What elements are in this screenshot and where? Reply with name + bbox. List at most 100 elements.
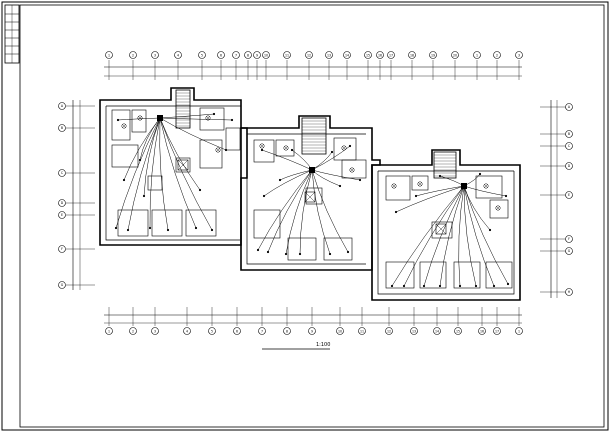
outlet-symbol <box>266 250 270 254</box>
circuit-wire <box>159 117 227 151</box>
bottom-axis-bubble <box>493 327 501 335</box>
bottom-axis-label: 3 <box>154 330 156 334</box>
top-axis-bubble <box>262 51 270 59</box>
light-fixture <box>259 143 265 149</box>
circuit-wire <box>439 175 465 187</box>
light-fixture-cross <box>342 146 346 150</box>
circuit-wire <box>127 117 161 231</box>
bottom-axis-bubble <box>105 327 113 335</box>
left-axis-bubble <box>58 102 66 110</box>
shaft-cross <box>177 159 189 171</box>
light-fixture <box>495 205 501 211</box>
outlet-symbol <box>210 228 214 232</box>
right-axis-label: B <box>568 132 570 136</box>
distribution-panel <box>157 115 163 121</box>
top-axis-label: 17 <box>389 54 393 58</box>
outlet-symbol <box>506 282 510 286</box>
room-partition <box>275 139 295 157</box>
room-partition <box>151 209 183 237</box>
light-fixture-cross <box>496 206 500 210</box>
top-axis-label: 20 <box>453 54 457 58</box>
top-axis-label: 3 <box>518 54 520 58</box>
bottom-axis-bubble <box>129 327 137 335</box>
circuit-wire <box>261 149 313 171</box>
top-axis-label: 13 <box>327 54 331 58</box>
circuit-wire <box>267 169 313 253</box>
right-axis-label: E <box>568 193 570 197</box>
top-axis-label: 16 <box>378 54 382 58</box>
right-axis-bubble <box>565 191 573 199</box>
light-fixture-cross <box>206 116 210 120</box>
circuit-wire <box>311 169 331 255</box>
left-axis-bubble <box>58 169 66 177</box>
outlet-symbol <box>348 144 352 148</box>
outlet-symbol <box>224 148 228 152</box>
left-axis-label: F <box>61 247 63 251</box>
circuit-wire <box>139 117 161 161</box>
top-axis-label: 12 <box>307 54 311 58</box>
light-fixture <box>391 183 397 189</box>
bottom-axis-label: 5 <box>211 330 213 334</box>
left-axis-label: B <box>61 126 63 130</box>
bottom-axis-label: 1 <box>108 330 110 334</box>
light-fixture-cross <box>284 146 288 150</box>
outlet-symbol <box>298 252 302 256</box>
circuit-wire <box>285 169 313 255</box>
left-axis-bubble <box>58 211 66 219</box>
outlet-symbol <box>338 184 342 188</box>
stair-core <box>175 89 191 129</box>
top-axis-bubble <box>429 51 437 59</box>
bottom-axis-bubble <box>258 327 266 335</box>
light-fixture <box>215 147 221 153</box>
top-axis-bubble <box>105 51 113 59</box>
left-axis-bubble <box>58 281 66 289</box>
left-axis-label: C <box>61 171 64 175</box>
bottom-axis-label: 16 <box>480 330 484 334</box>
outlet-symbol <box>284 252 288 256</box>
outlet-symbol <box>126 228 130 232</box>
circuit-wire <box>439 185 465 287</box>
top-axis-label: 2 <box>496 54 498 58</box>
right-axis-bubble <box>565 288 573 296</box>
room-partition <box>185 209 217 237</box>
left-axis-label: D <box>61 201 64 205</box>
circuit-wire <box>463 185 507 197</box>
room-partition <box>175 157 191 173</box>
top-axis-label: 9 <box>256 54 258 58</box>
shaft <box>435 223 447 235</box>
bottom-axis-label: 13 <box>412 330 416 334</box>
bottom-axis-bubble <box>183 327 191 335</box>
circuit-wire <box>143 117 161 197</box>
top-axis-label: 4 <box>177 54 179 58</box>
room-partition <box>475 175 503 199</box>
right-axis-bubble <box>565 130 573 138</box>
circuit-wire <box>311 169 361 181</box>
light-fixture-cross <box>260 144 264 148</box>
outlet-symbol <box>422 284 426 288</box>
outlet-symbol <box>212 112 216 116</box>
circuit-wire <box>463 185 491 231</box>
shaft <box>177 159 189 171</box>
room-partition <box>253 209 281 239</box>
top-axis-bubble <box>129 51 137 59</box>
bottom-axis-bubble <box>515 327 523 335</box>
bottom-axis-label: 4 <box>186 330 188 334</box>
right-axis-bubble <box>565 235 573 243</box>
top-axis-bubble <box>198 51 206 59</box>
light-fixture-cross <box>350 168 354 172</box>
bottom-axis-label: 15 <box>456 330 460 334</box>
room-partition <box>117 209 149 237</box>
left-axis-label: A <box>61 104 64 108</box>
light-fixture-cross <box>216 148 220 152</box>
bottom-axis-bubble <box>385 327 393 335</box>
top-axis-bubble <box>244 51 252 59</box>
room-partition <box>111 144 139 168</box>
top-axis-bubble <box>283 51 291 59</box>
right-axis-bubble <box>565 162 573 170</box>
top-axis-bubble <box>232 51 240 59</box>
left-axis-bubble <box>58 199 66 207</box>
top-axis-label: 3 <box>154 54 156 58</box>
outlet-symbol <box>148 226 152 230</box>
